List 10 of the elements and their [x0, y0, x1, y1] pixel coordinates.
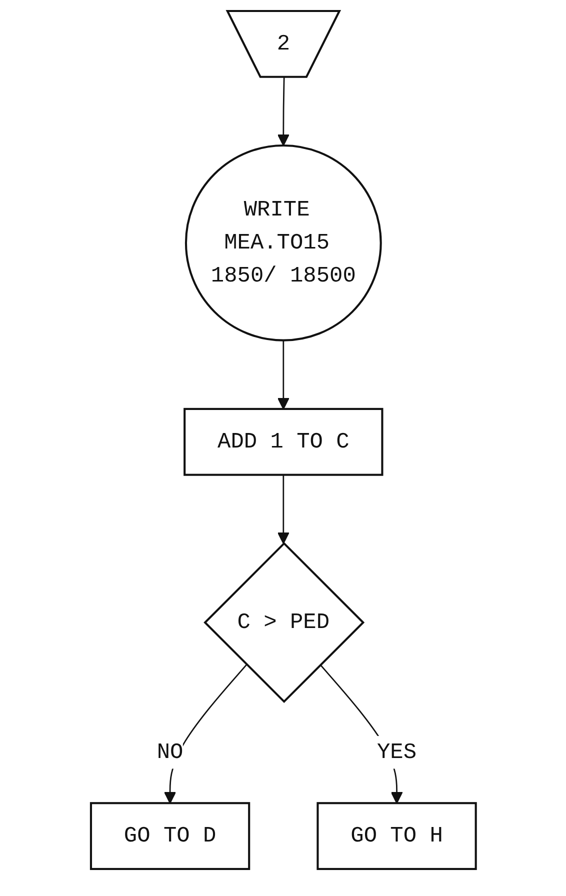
arrow	[276, 474, 290, 544]
node-box: GO TO H	[316, 802, 476, 870]
edge-label: YES	[376, 740, 416, 765]
arrow	[276, 340, 290, 410]
node-circle: WRITE MEA.TO15 1850/ 18500	[184, 144, 382, 342]
node-diamond: C > PED	[203, 542, 364, 704]
arrow	[276, 78, 290, 146]
node-box: GO TO D	[90, 802, 250, 870]
node-box: ADD 1 TO C	[183, 408, 383, 476]
edge-label: NO	[156, 740, 183, 765]
